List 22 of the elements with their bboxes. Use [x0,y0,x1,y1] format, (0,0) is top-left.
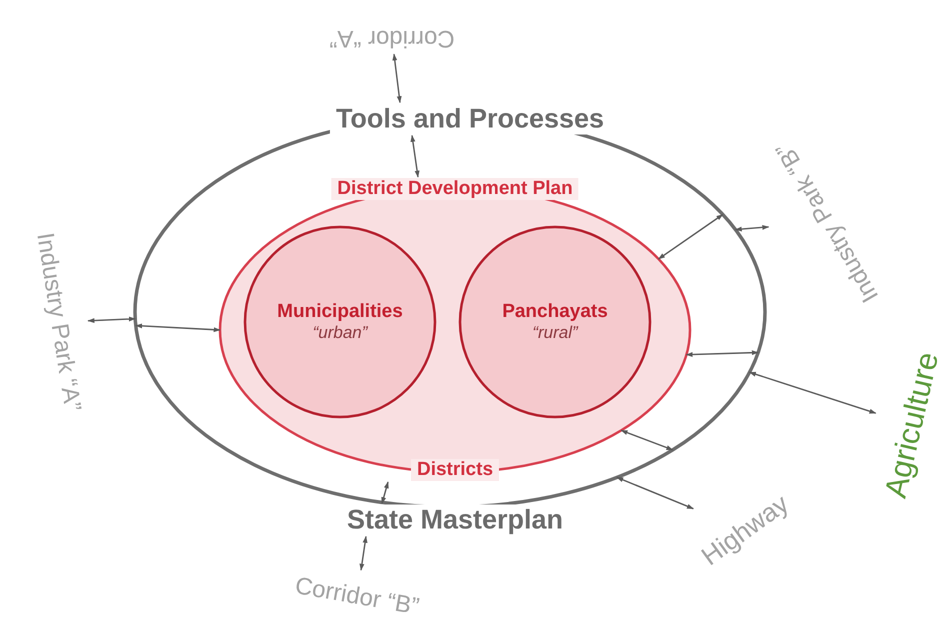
double-headed-arrow [392,54,402,104]
double-headed-arrow [620,430,674,451]
double-headed-arrow [686,350,759,357]
place-label: Corridor “B” [293,573,421,618]
double-headed-arrow [360,536,368,571]
ellipse-heading: Districts [410,459,500,481]
circle-title: Municipalities [277,301,403,323]
place-label: Agriculture [878,348,946,502]
double-headed-arrow [135,323,221,332]
circle-subtitle: “rural” [532,323,578,343]
double-headed-arrow [658,214,724,260]
circle-subtitle: “urban” [312,323,368,343]
double-headed-arrow [734,224,770,232]
circle-title: Panchayats [502,301,608,323]
place-label: Industry Park “A” [30,231,86,413]
double-headed-arrow [381,481,389,504]
double-headed-arrow [748,372,876,414]
ellipse-heading: District Development Plan [331,178,579,200]
place-label: Corridor “A” [329,24,455,52]
double-headed-arrow [616,476,694,510]
double-headed-arrow [87,316,136,323]
double-headed-arrow [410,134,420,178]
